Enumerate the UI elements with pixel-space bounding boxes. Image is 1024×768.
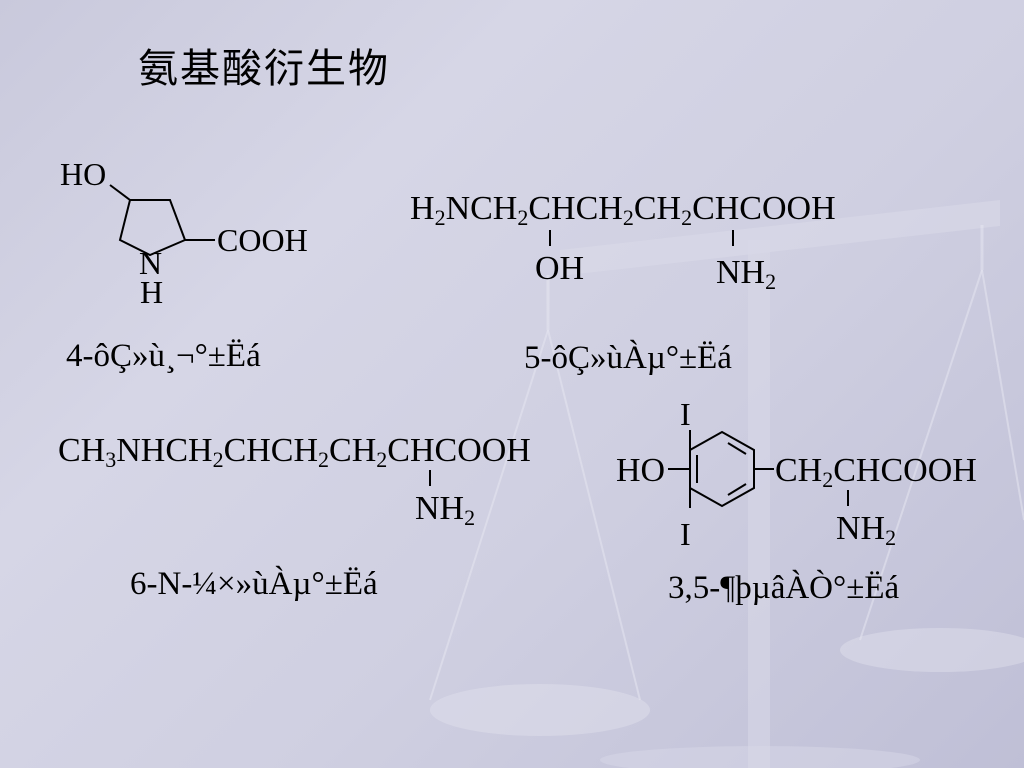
- ring-h-label: H: [140, 274, 164, 310]
- iodine-bottom-label: I: [680, 516, 691, 552]
- iodine-top-label: I: [680, 396, 691, 432]
- ring-ho-label: HO: [616, 452, 666, 489]
- substituent-nh2: NH2: [716, 254, 777, 294]
- substituent-oh: OH: [535, 250, 585, 287]
- substituent-nh2: NH2: [836, 510, 897, 550]
- ring-n-label: N: [139, 245, 163, 281]
- ring-ho-label: HO: [60, 156, 107, 192]
- compound-name-label: 4-ôÇ»ù¸¬°±Ëá: [66, 338, 261, 374]
- compound-name-label: 5-ôÇ»ùÀµ°±Ëá: [524, 340, 732, 376]
- ring-cooh-label: COOH: [217, 222, 308, 258]
- side-chain-formula: CH2CHCOOH: [775, 452, 977, 492]
- chain-formula: H2NCH2CHCH2CH2CHCOOH: [410, 190, 836, 230]
- compound-name-label: 3,5-¶þµâÀÒ°±Ëá: [668, 570, 900, 606]
- compound-name-label: 6-N-¼×»ùÀµ°±Ëá: [130, 566, 378, 602]
- chain-formula: CH3NHCH2CHCH2CH2CHCOOH: [58, 432, 531, 472]
- substituent-nh2: NH2: [415, 490, 476, 530]
- slide-title: 氨基酸衍生物: [138, 46, 390, 92]
